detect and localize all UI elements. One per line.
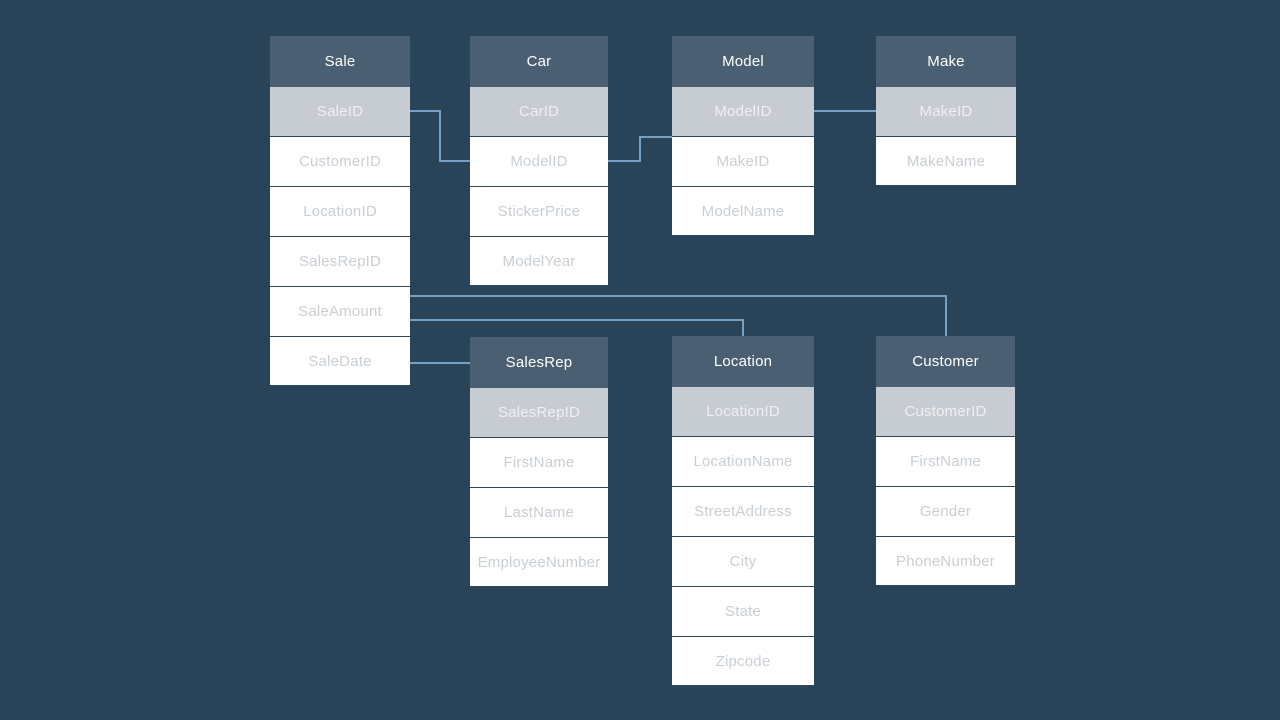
entity-header-car: Car [470,36,608,86]
attribute-row-make-makename[interactable]: MakeName [876,136,1016,186]
attribute-row-customer-gender[interactable]: Gender [876,486,1015,536]
entity-header-location: Location [672,336,814,386]
relationship-line-sale-to-car [409,110,471,162]
attribute-row-customer-customerid[interactable]: CustomerID [876,386,1015,436]
attribute-row-salesrep-salesrepid[interactable]: SalesRepID [470,387,608,437]
attribute-row-car-carid[interactable]: CarID [470,86,608,136]
attribute-row-location-city[interactable]: City [672,536,814,586]
entity-header-sale: Sale [270,36,410,86]
entity-header-customer: Customer [876,336,1015,386]
attribute-row-salesrep-employeenumber[interactable]: EmployeeNumber [470,537,608,587]
entity-header-salesrep: SalesRep [470,337,608,387]
entity-header-make: Make [876,36,1016,86]
relationship-line-sale-to-customer [409,295,947,338]
attribute-row-model-modelname[interactable]: ModelName [672,186,814,236]
entity-header-model: Model [672,36,814,86]
attribute-row-location-locationid[interactable]: LocationID [672,386,814,436]
attribute-row-location-zipcode[interactable]: Zipcode [672,636,814,686]
attribute-row-sale-saleid[interactable]: SaleID [270,86,410,136]
attribute-row-sale-saledate[interactable]: SaleDate [270,336,410,386]
relationship-line-car-to-model [607,136,673,162]
attribute-row-car-modelid[interactable]: ModelID [470,136,608,186]
attribute-row-make-makeid[interactable]: MakeID [876,86,1016,136]
attribute-row-location-streetaddress[interactable]: StreetAddress [672,486,814,536]
attribute-row-sale-locationid[interactable]: LocationID [270,186,410,236]
attribute-row-customer-firstname[interactable]: FirstName [876,436,1015,486]
attribute-row-location-state[interactable]: State [672,586,814,636]
attribute-row-car-stickerprice[interactable]: StickerPrice [470,186,608,236]
attribute-row-sale-salesrepid[interactable]: SalesRepID [270,236,410,286]
attribute-row-model-modelid[interactable]: ModelID [672,86,814,136]
attribute-row-salesrep-firstname[interactable]: FirstName [470,437,608,487]
attribute-row-car-modelyear[interactable]: ModelYear [470,236,608,286]
relationship-line-sale-to-location [409,319,744,337]
attribute-row-customer-phonenumber[interactable]: PhoneNumber [876,536,1015,586]
attribute-row-model-makeid[interactable]: MakeID [672,136,814,186]
attribute-row-sale-customerid[interactable]: CustomerID [270,136,410,186]
attribute-row-sale-saleamount[interactable]: SaleAmount [270,286,410,336]
attribute-row-salesrep-lastname[interactable]: LastName [470,487,608,537]
attribute-row-location-locationname[interactable]: LocationName [672,436,814,486]
